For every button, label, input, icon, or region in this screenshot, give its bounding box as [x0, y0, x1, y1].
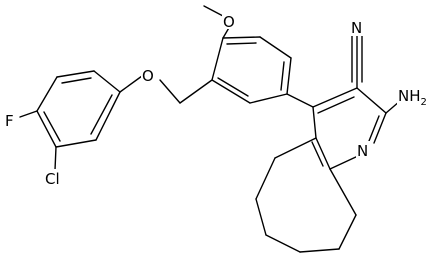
- bond-c6-c1: [211, 37, 224, 81]
- bond-c4p-c5p-inner: [43, 111, 61, 142]
- bond-c3-c4-inner: [280, 61, 285, 91]
- bond-cfuse-cpyfuse-inner: [311, 141, 324, 167]
- bond-c6p-c1p-inner: [90, 94, 113, 135]
- bond-c6-ch2: [179, 79, 213, 104]
- bond-cyc-7: [329, 168, 357, 216]
- bond-c5-c6: [211, 79, 251, 104]
- bond-c5p-cl: [54, 146, 57, 171]
- methoxy-o-bg: [222, 11, 237, 29]
- bond-c2-c3: [259, 36, 292, 59]
- bond-cyc-5: [299, 248, 340, 253]
- bond-oether-c1p: [119, 75, 143, 93]
- bond-cnh2-npy-inner: [368, 115, 380, 142]
- bond-c1-c2-inner: [226, 42, 257, 45]
- ether-oxygen-label: O: [142, 67, 154, 85]
- atom-labels: O O N NH2 N F Cl: [4, 11, 445, 188]
- bond-c4p-f: [19, 110, 38, 118]
- bond-cyc-4: [265, 234, 301, 253]
- chlorine-bg: [44, 169, 64, 187]
- bond-cpyfuse-cpy: [312, 106, 317, 139]
- bond-cpy-ccn-inner: [317, 96, 355, 114]
- bond-cyc-1: [274, 137, 317, 159]
- bond-c1-c2: [222, 36, 261, 39]
- ether-o-bg: [141, 66, 156, 84]
- pyridine-nitrogen-label: N: [357, 142, 368, 160]
- bond-c6p-c1p: [95, 91, 121, 141]
- chlorine-label: Cl: [45, 170, 60, 188]
- methoxy-oxygen-label: O: [223, 13, 235, 31]
- nitrile-nitrogen-label: N: [351, 19, 362, 37]
- bond-c5-c6-inner: [217, 77, 249, 97]
- bond-c4-cpy: [286, 93, 314, 108]
- bond-c1p-c2p: [93, 70, 121, 93]
- fluorine-label: F: [5, 112, 14, 130]
- bond-c3p-c4p: [36, 76, 58, 112]
- bond-cnh2-npy: [373, 112, 387, 144]
- fluorine-bg: [4, 111, 17, 129]
- nitrile-n-bg: [350, 18, 365, 36]
- bond-cpy-ccn: [312, 87, 358, 108]
- bond-ch2-oether: [159, 79, 181, 104]
- bond-c4p-c5p: [36, 110, 57, 148]
- bond-c2p-c3p: [56, 70, 95, 78]
- bond-c2p-c3p-inner: [61, 77, 92, 84]
- bond-cyc-6: [338, 214, 357, 250]
- bond-c3-c4: [286, 57, 292, 95]
- bond-cyc-3: [255, 198, 267, 236]
- amino-group-label: NH2: [398, 87, 427, 108]
- amino-nh-label: NH: [398, 87, 421, 105]
- pyridine-n-bg: [356, 141, 371, 159]
- bond-c5p-c6p: [55, 139, 97, 148]
- bond-cyc-2: [255, 157, 276, 200]
- bond-methyl-omethoxy: [203, 5, 224, 17]
- bond-cfuse-cpyfuse: [315, 137, 331, 170]
- amino-bg: [397, 86, 445, 106]
- bond-ccn-cnh2: [356, 87, 387, 114]
- bond-npy-cfuse: [329, 155, 359, 170]
- bonds: [19, 5, 401, 253]
- amino-subscript-label: 2: [421, 97, 427, 108]
- bond-c4-c5: [249, 93, 288, 104]
